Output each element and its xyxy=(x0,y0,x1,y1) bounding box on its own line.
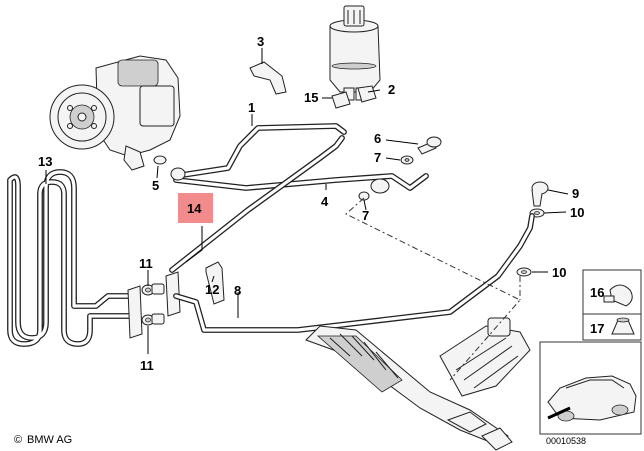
label-part-11-top[interactable]: 11 xyxy=(139,256,153,271)
bolt-12 xyxy=(205,261,225,305)
diagram-number: 00010538 xyxy=(546,436,586,446)
bolt-6 xyxy=(417,136,442,155)
label-part-3[interactable]: 3 xyxy=(257,34,264,49)
label-part-7-top[interactable]: 7 xyxy=(374,150,381,165)
label-part-17[interactable]: 17 xyxy=(590,321,604,336)
washer-10-lower xyxy=(516,267,532,277)
part-labels: 3 1 15 2 6 7 7 5 4 9 10 10 13 14 11 11 1… xyxy=(38,34,604,373)
label-part-9[interactable]: 9 xyxy=(572,186,579,201)
fitting-top xyxy=(170,167,390,194)
clamp-15 xyxy=(331,91,351,109)
ref-box-16-17 xyxy=(582,269,642,341)
brand-text: BMW AG xyxy=(27,434,72,446)
label-part-16[interactable]: 16 xyxy=(590,285,604,300)
label-part-10-top[interactable]: 10 xyxy=(570,205,584,220)
label-part-11-bottom[interactable]: 11 xyxy=(140,358,154,373)
car-thumbnail xyxy=(539,341,642,435)
return-hose-4 xyxy=(173,173,429,191)
label-part-6[interactable]: 6 xyxy=(374,131,381,146)
cooling-coil-13 xyxy=(7,169,133,347)
bolt-9 xyxy=(531,181,549,207)
fluid-reservoir xyxy=(329,5,381,101)
label-part-10-lower[interactable]: 10 xyxy=(552,265,566,280)
label-part-15[interactable]: 15 xyxy=(304,90,318,105)
clamp-3 xyxy=(249,61,287,95)
washer-7-top xyxy=(400,155,414,165)
label-part-14[interactable]: 14 xyxy=(187,201,202,216)
leader-lines xyxy=(45,48,569,354)
steering-pump xyxy=(49,55,181,171)
copyright-symbol: © xyxy=(14,434,22,446)
steering-rack xyxy=(305,317,531,451)
connector-block xyxy=(127,271,181,339)
label-part-5[interactable]: 5 xyxy=(152,178,159,193)
label-part-12[interactable]: 12 xyxy=(205,282,219,297)
highlight-box xyxy=(178,193,213,223)
washer-7-mid xyxy=(358,191,370,201)
footer: © BMW AG 00010538 xyxy=(14,434,586,446)
label-part-1[interactable]: 1 xyxy=(248,100,255,115)
label-part-2[interactable]: 2 xyxy=(388,82,395,97)
pressure-hose-1 xyxy=(173,123,347,179)
label-part-8[interactable]: 8 xyxy=(234,283,241,298)
return-line-8 xyxy=(173,213,535,333)
label-part-4[interactable]: 4 xyxy=(321,194,329,209)
clamp-2 xyxy=(357,85,377,103)
guide-lines xyxy=(345,197,521,381)
label-part-7-mid[interactable]: 7 xyxy=(362,208,369,223)
hose-14 xyxy=(169,135,345,273)
label-part-13[interactable]: 13 xyxy=(38,154,52,169)
